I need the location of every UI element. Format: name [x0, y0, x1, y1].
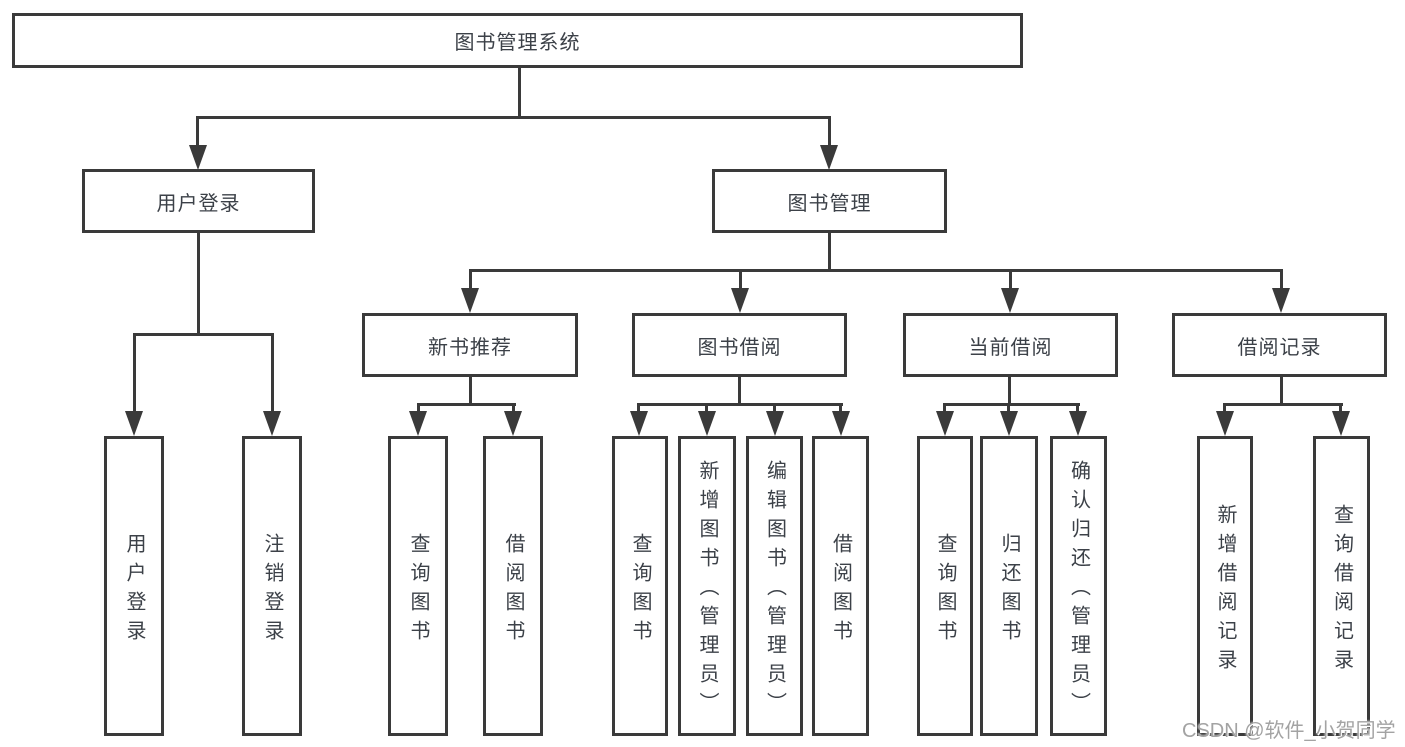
arrow-down-icon	[1216, 411, 1234, 436]
leaf-current-confirm-return-admin: 确认归还（管理员）	[1050, 436, 1107, 736]
leaf-newbook-query-books-label: 查询图书	[407, 532, 429, 649]
leaf-borrow-add-books-admin-label: 新增图书（管理员）	[696, 460, 718, 721]
leaf-current-query-books: 查询图书	[917, 436, 973, 736]
connector-line	[196, 116, 199, 146]
arrow-down-icon	[461, 288, 479, 313]
arrow-down-icon	[1272, 288, 1290, 313]
connector-line	[133, 333, 274, 336]
leaf-borrow-query-books-label: 查询图书	[629, 532, 651, 649]
csdn-watermark: CSDN @软件_小贺同学	[1182, 720, 1396, 742]
connector-line	[512, 403, 515, 412]
connector-line	[1339, 403, 1342, 412]
leaf-newbook-borrow-books-label: 借阅图书	[502, 532, 524, 649]
node-current-borrow-label: 当前借阅	[968, 336, 1053, 359]
arrow-down-icon	[731, 288, 749, 313]
arrow-down-icon	[125, 411, 143, 436]
connector-line	[271, 333, 274, 412]
node-borrow-records: 借阅记录	[1172, 313, 1387, 377]
arrow-down-icon	[832, 411, 850, 436]
leaf-borrow-query-books: 查询图书	[612, 436, 668, 736]
node-borrow-records-label: 借阅记录	[1237, 336, 1322, 359]
connector-line	[469, 269, 1283, 272]
leaf-current-return-books: 归还图书	[980, 436, 1038, 736]
arrow-down-icon	[1001, 288, 1019, 313]
leaf-current-query-books-label: 查询图书	[934, 532, 956, 649]
connector-line	[1280, 269, 1283, 290]
connector-line	[197, 233, 200, 336]
connector-line	[469, 377, 472, 406]
leaf-borrow-add-books-admin: 新增图书（管理员）	[678, 436, 736, 736]
node-book-management-label: 图书管理	[787, 192, 872, 215]
arrow-down-icon	[409, 411, 427, 436]
leaf-newbook-query-books: 查询图书	[388, 436, 448, 736]
leaf-user-login-label: 用户登录	[123, 532, 145, 649]
connector-line	[417, 403, 420, 412]
leaf-logout: 注销登录	[242, 436, 302, 736]
connector-line	[518, 66, 521, 118]
node-new-book-recommend-label: 新书推荐	[428, 336, 512, 359]
arrow-down-icon	[936, 411, 954, 436]
connector-line	[133, 333, 136, 412]
connector-line	[1223, 403, 1343, 406]
connector-line	[943, 403, 946, 412]
arrow-down-icon	[263, 411, 281, 436]
arrow-down-icon	[504, 411, 522, 436]
connector-line	[469, 269, 472, 290]
arrow-down-icon	[698, 411, 716, 436]
leaf-current-confirm-return-admin-label: 确认归还（管理员）	[1067, 460, 1090, 721]
connector-line	[197, 116, 831, 119]
connector-line	[1008, 377, 1011, 406]
leaf-borrow-borrow-books: 借阅图书	[812, 436, 869, 736]
node-book-borrow: 图书借阅	[632, 313, 847, 377]
connector-line	[637, 403, 843, 406]
connector-line	[417, 403, 516, 406]
leaf-borrow-borrow-books-label: 借阅图书	[829, 532, 852, 649]
arrow-down-icon	[1000, 411, 1018, 436]
node-new-book-recommend: 新书推荐	[362, 313, 578, 377]
connector-line	[1009, 269, 1012, 290]
arrow-down-icon	[766, 411, 784, 436]
arrow-down-icon	[820, 145, 838, 170]
node-user-login: 用户登录	[82, 169, 315, 233]
connector-line	[739, 269, 742, 290]
leaf-borrow-edit-books-admin: 编辑图书（管理员）	[746, 436, 803, 736]
leaf-borrow-edit-books-admin-label: 编辑图书（管理员）	[763, 460, 786, 721]
connector-line	[773, 403, 776, 412]
leaf-newbook-borrow-books: 借阅图书	[483, 436, 543, 736]
node-root: 图书管理系统	[12, 13, 1023, 68]
connector-line	[705, 403, 708, 412]
node-current-borrow: 当前借阅	[903, 313, 1118, 377]
leaf-current-return-books-label: 归还图书	[998, 532, 1020, 649]
leaf-records-add-record: 新增借阅记录	[1197, 436, 1253, 736]
arrow-down-icon	[1332, 411, 1350, 436]
leaf-logout-label: 注销登录	[261, 532, 283, 649]
arrow-down-icon	[1069, 411, 1087, 436]
leaf-records-query-record-label: 查询借阅记录	[1330, 503, 1353, 678]
leaf-records-add-record-label: 新增借阅记录	[1214, 503, 1236, 678]
arrow-down-icon	[630, 411, 648, 436]
node-user-login-label: 用户登录	[156, 192, 241, 215]
connector-line	[637, 403, 640, 412]
connector-line	[1076, 403, 1079, 412]
connector-line	[1007, 403, 1010, 412]
leaf-records-query-record: 查询借阅记录	[1313, 436, 1370, 736]
connector-line	[839, 403, 842, 412]
connector-line	[738, 377, 741, 406]
connector-line	[1223, 403, 1226, 412]
node-root-label: 图书管理系统	[454, 32, 581, 54]
leaf-user-login: 用户登录	[104, 436, 164, 736]
arrow-down-icon	[189, 145, 207, 170]
connector-line	[943, 403, 1080, 406]
node-book-borrow-label: 图书借阅	[697, 336, 782, 359]
connector-line	[828, 233, 831, 272]
connector-line	[828, 116, 831, 146]
node-book-management: 图书管理	[712, 169, 947, 233]
connector-line	[1280, 377, 1283, 406]
